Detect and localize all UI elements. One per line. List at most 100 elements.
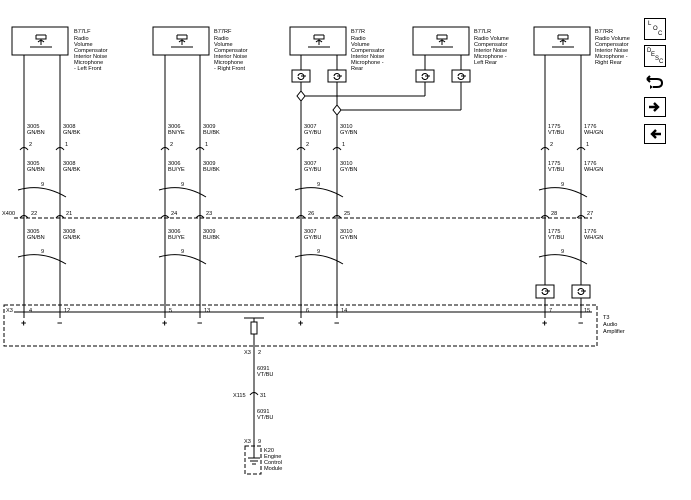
- module-t3-audio-amplifier[interactable]: X3 4 12 5 13 6 14 7 15 + − + − + − + − T…: [3, 304, 625, 348]
- previous-page-button[interactable]: [644, 124, 666, 144]
- component-label: Radio Volume: [595, 36, 630, 42]
- inline-connectors: [291, 69, 591, 299]
- component-b77rf[interactable]: B77RF Radio Volume Compensator Interior …: [152, 26, 248, 72]
- svg-text:+: +: [162, 318, 167, 328]
- svg-text:1775: 1775: [548, 161, 560, 167]
- svg-text:6: 6: [306, 308, 309, 314]
- svg-text:3010: 3010: [340, 124, 352, 130]
- svg-text:GY/BU: GY/BU: [304, 235, 321, 241]
- location-button[interactable]: L O C: [644, 18, 666, 40]
- twisted-pair-lower: 9 9 9 9: [17, 249, 588, 265]
- svg-text:3009: 3009: [203, 161, 215, 167]
- component-label: Radio Volume: [474, 36, 509, 42]
- svg-text:VT/BU: VT/BU: [548, 130, 564, 136]
- svg-text:GY/BN: GY/BN: [340, 235, 357, 241]
- svg-text:GN/BK: GN/BK: [63, 167, 81, 173]
- desc-letter: E: [651, 52, 656, 58]
- svg-text:Amplifier: Amplifier: [603, 329, 625, 335]
- svg-text:VT/BU: VT/BU: [257, 372, 273, 378]
- svg-text:T3: T3: [603, 315, 610, 321]
- svg-text:3007: 3007: [304, 229, 316, 235]
- component-label: Microphone: [214, 60, 243, 66]
- component-b77r[interactable]: B77R Radio Volume Compensator Interior N…: [289, 26, 385, 72]
- svg-text:X115: X115: [233, 393, 246, 399]
- next-page-button[interactable]: [644, 97, 666, 117]
- svg-text:BU/BK: BU/BK: [203, 167, 220, 173]
- svg-text:14: 14: [341, 308, 347, 314]
- svg-text:5: 5: [169, 308, 172, 314]
- component-label: Interior Noise: [351, 54, 384, 60]
- wire-labels-lower: 3005 GN/BN 3008 GN/BK 3006 BU/YE 3009 BU…: [27, 229, 603, 241]
- component-label: - Left Front: [74, 66, 102, 72]
- component-b77rr[interactable]: B77RR Radio Volume Compensator Interior …: [533, 26, 630, 66]
- svg-text:12: 12: [64, 308, 70, 314]
- svg-text:X3: X3: [244, 350, 251, 356]
- component-ref: B77R: [351, 29, 365, 35]
- svg-text:VT/BU: VT/BU: [548, 167, 564, 173]
- component-label: Microphone: [74, 60, 103, 66]
- svg-text:3005: 3005: [27, 161, 39, 167]
- component-label: Interior Noise: [595, 48, 628, 54]
- component-label: - Right Front: [214, 66, 246, 72]
- svg-text:1775: 1775: [548, 124, 560, 130]
- svg-text:3005: 3005: [27, 229, 39, 235]
- svg-text:BN/YE: BN/YE: [168, 130, 185, 136]
- loc-letter: L: [648, 21, 652, 27]
- connector-pins-row1: 2 1 2 1 2 1 2 1: [19, 142, 589, 151]
- svg-text:3006: 3006: [168, 124, 180, 130]
- desc-letter: C: [659, 59, 664, 65]
- component-label: Right Rear: [595, 60, 622, 66]
- desc-letter: S: [655, 56, 660, 62]
- svg-text:9: 9: [41, 249, 44, 255]
- svg-text:WH/GN: WH/GN: [584, 167, 603, 173]
- svg-text:1776: 1776: [584, 161, 596, 167]
- svg-text:3008: 3008: [63, 229, 75, 235]
- component-label: Left Rear: [474, 60, 497, 66]
- component-label: Rear: [351, 66, 363, 72]
- component-label: Volume: [351, 42, 370, 48]
- svg-text:Engine: Engine: [264, 454, 281, 460]
- component-label: Interior Noise: [74, 54, 107, 60]
- svg-text:9: 9: [258, 439, 261, 445]
- svg-text:GY/BU: GY/BU: [304, 130, 321, 136]
- component-b77lf[interactable]: B77LF Radio Volume Compensator Interior …: [11, 26, 108, 72]
- loc-letter: C: [658, 31, 663, 37]
- component-label: Interior Noise: [474, 48, 507, 54]
- svg-text:GN/BN: GN/BN: [27, 130, 45, 136]
- svg-text:−: −: [334, 318, 339, 328]
- svg-text:−: −: [57, 318, 62, 328]
- svg-text:25: 25: [344, 211, 350, 217]
- component-b77lr[interactable]: B77LR Radio Volume Compensator Interior …: [412, 26, 509, 66]
- component-ref: B77RF: [214, 29, 232, 35]
- svg-text:BU/YE: BU/YE: [168, 235, 185, 241]
- description-button[interactable]: D E S C: [644, 45, 666, 67]
- svg-text:23: 23: [206, 211, 212, 217]
- svg-text:X3: X3: [6, 308, 13, 314]
- svg-text:24: 24: [171, 211, 177, 217]
- svg-text:2: 2: [550, 142, 553, 148]
- loc-letter: O: [653, 26, 658, 32]
- component-label: Microphone -: [595, 54, 628, 60]
- component-label: Microphone -: [351, 60, 384, 66]
- module-k20-engine-control-module[interactable]: X3 9 K20 Engine Control Module: [244, 439, 282, 475]
- svg-text:3009: 3009: [203, 124, 215, 130]
- component-label: Interior Noise: [214, 54, 247, 60]
- desc-letter: D: [647, 48, 652, 54]
- svg-text:9: 9: [561, 249, 564, 255]
- component-label: Compensator: [351, 48, 385, 54]
- component-label: Volume: [214, 42, 233, 48]
- component-label: Microphone -: [474, 54, 507, 60]
- svg-text:31: 31: [260, 393, 266, 399]
- svg-text:1: 1: [342, 142, 345, 148]
- svg-text:4: 4: [29, 308, 32, 314]
- component-label: Radio: [74, 36, 89, 42]
- svg-text:27: 27: [587, 211, 593, 217]
- wire-connector-icon: [646, 75, 664, 89]
- svg-text:+: +: [21, 318, 26, 328]
- svg-text:−: −: [197, 318, 202, 328]
- svg-text:GY/BN: GY/BN: [340, 130, 357, 136]
- connector-view-button[interactable]: [644, 72, 666, 92]
- svg-text:1775: 1775: [548, 229, 560, 235]
- svg-text:9: 9: [41, 182, 44, 188]
- svg-text:WH/GN: WH/GN: [584, 130, 603, 136]
